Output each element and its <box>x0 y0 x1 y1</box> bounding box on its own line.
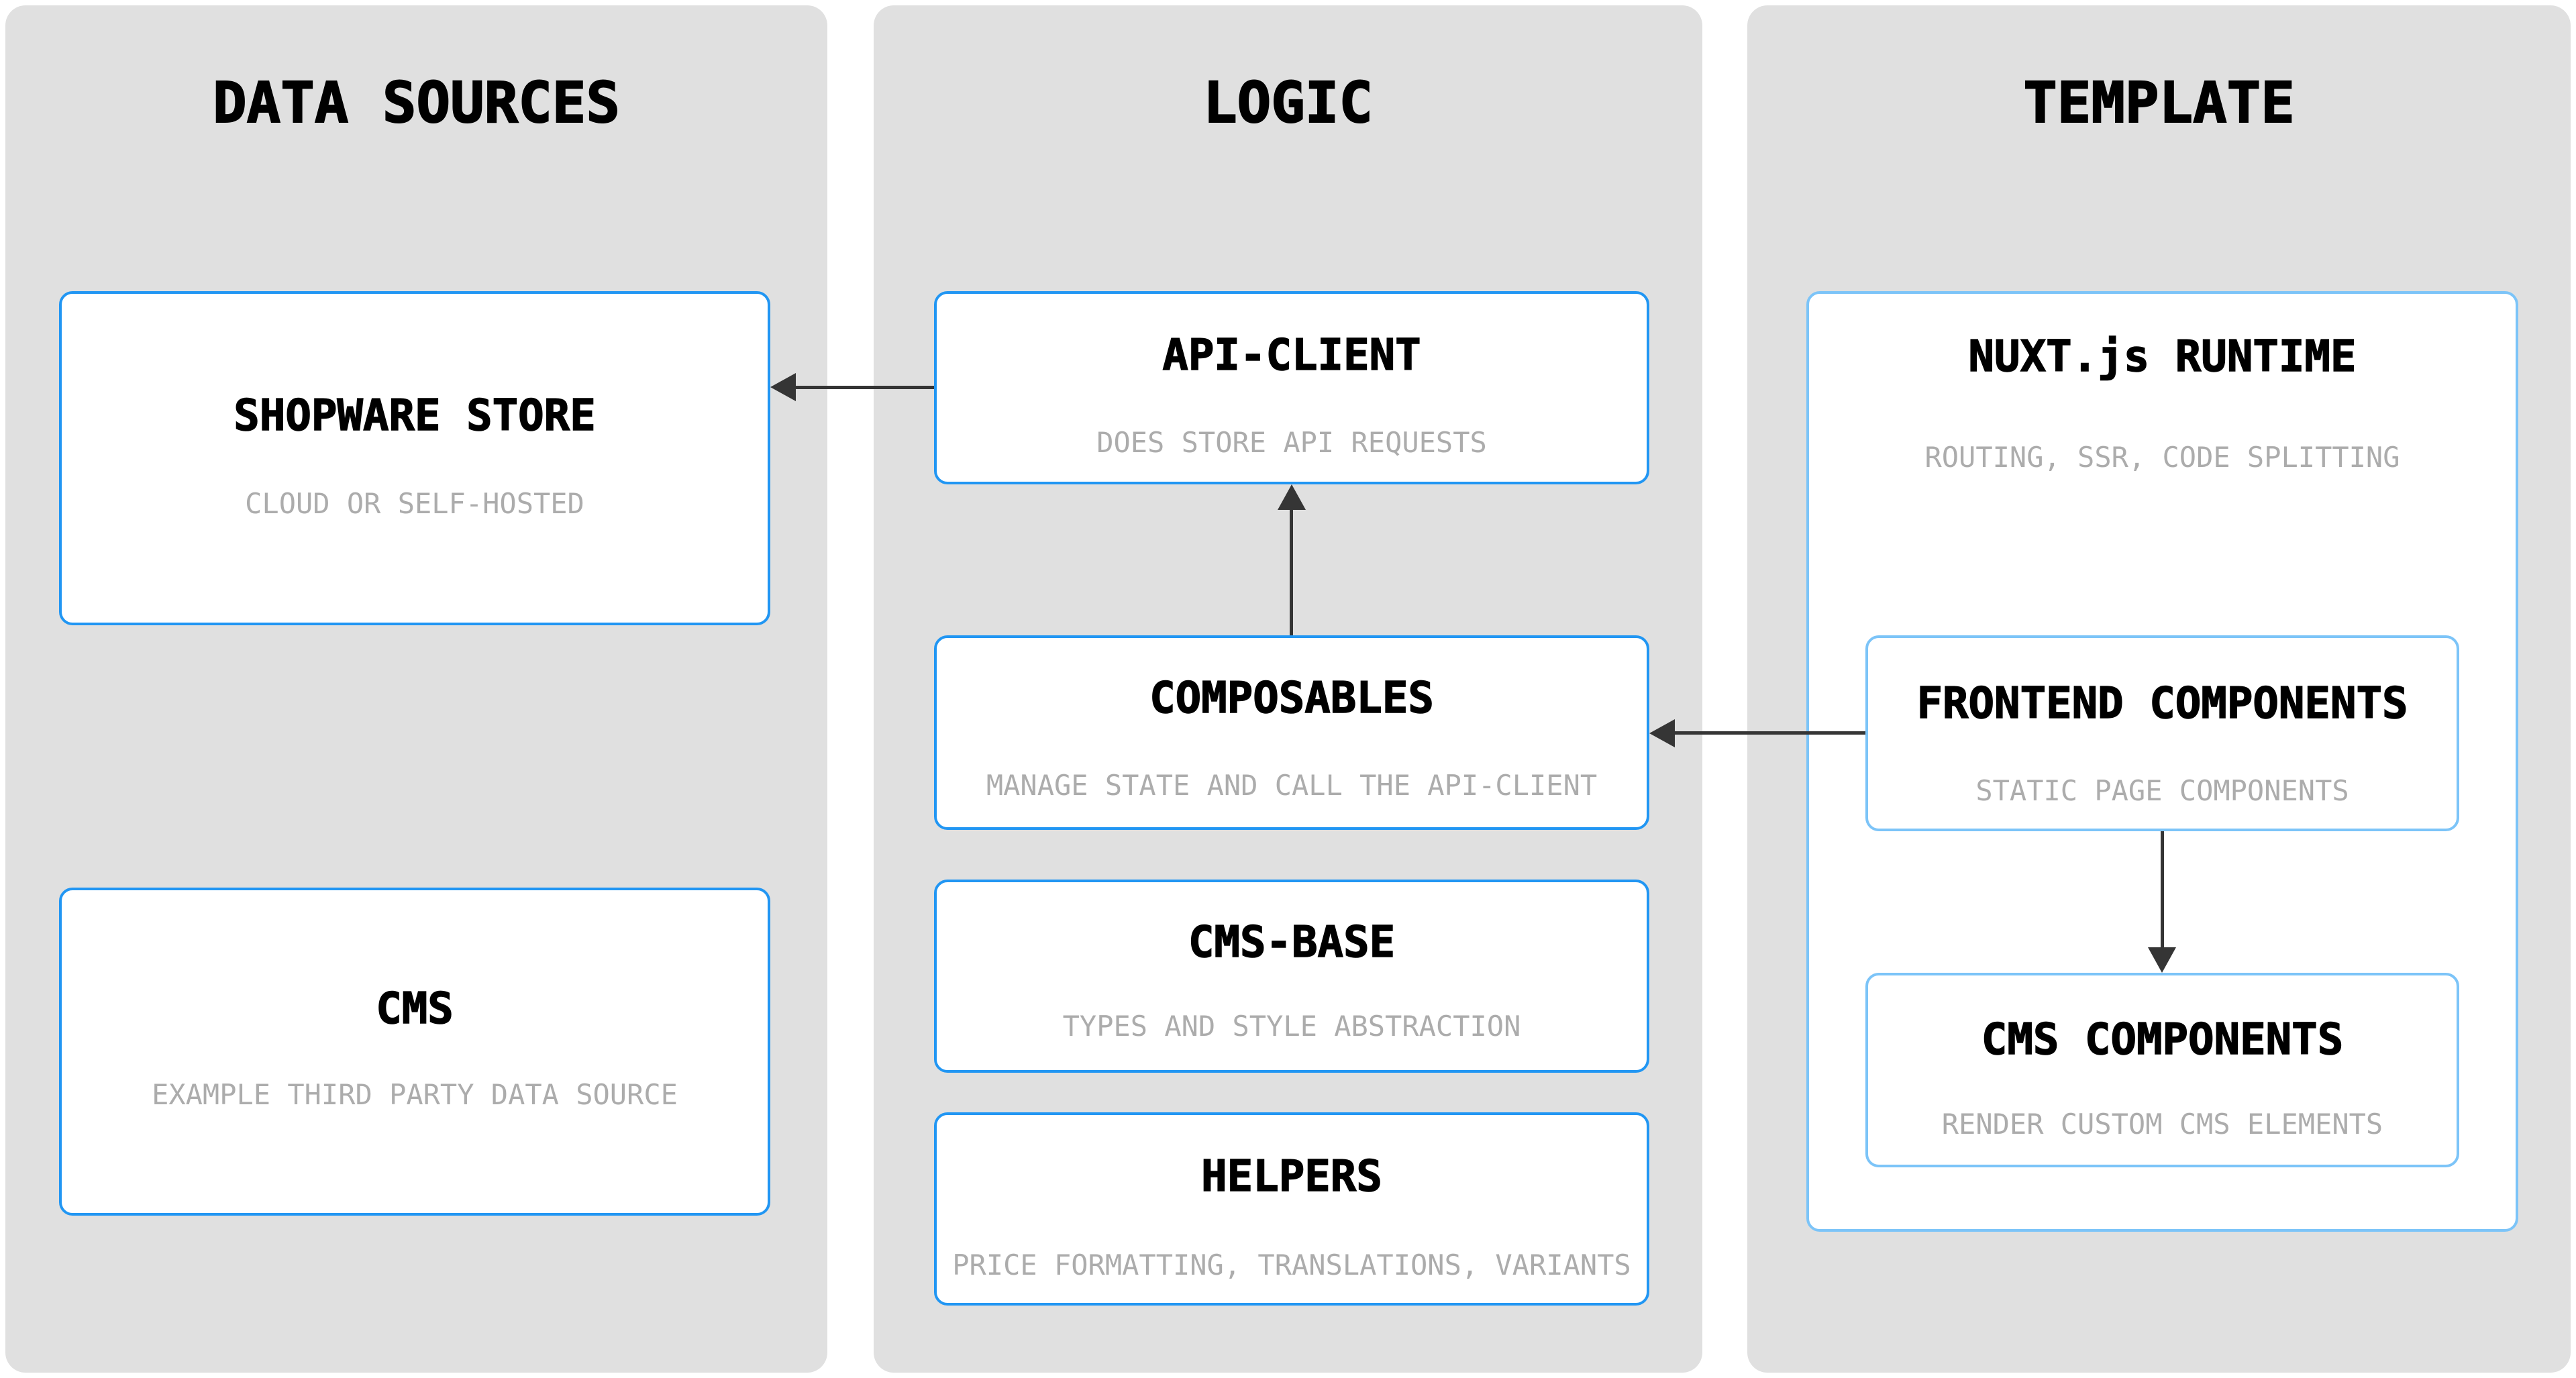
column-header-logic: LOGIC <box>1202 70 1374 136</box>
box-title-api-client: API-CLIENT <box>1162 331 1422 380</box>
arrow-line <box>2161 831 2164 949</box>
box-subtitle-helpers: PRICE FORMATTING, TRANSLATIONS, VARIANTS <box>952 1249 1631 1281</box>
box-cms: CMS EXAMPLE THIRD PARTY DATA SOURCE <box>59 888 770 1216</box>
box-title-cms-base: CMS-BASE <box>1188 918 1396 967</box>
box-api-client: API-CLIENT DOES STORE API REQUESTS <box>934 291 1649 484</box>
box-subtitle-composables: MANAGE STATE AND CALL THE API-CLIENT <box>986 769 1598 802</box>
arrow-head-left-icon <box>770 373 796 401</box>
box-title-nuxt-runtime: NUXT.js RUNTIME <box>1968 332 2357 382</box>
box-helpers: HELPERS PRICE FORMATTING, TRANSLATIONS, … <box>934 1112 1649 1306</box>
box-subtitle-api-client: DOES STORE API REQUESTS <box>1096 426 1487 459</box>
box-subtitle-cms-components: RENDER CUSTOM CMS ELEMENTS <box>1941 1108 2383 1141</box>
box-title-cms-components: CMS COMPONENTS <box>1981 1015 2344 1065</box>
box-title-frontend-components: FRONTEND COMPONENTS <box>1916 679 2409 729</box>
arrow-line <box>1673 731 1865 735</box>
arrow-head-down-icon <box>2148 947 2176 973</box>
box-subtitle-frontend-components: STATIC PAGE COMPONENTS <box>1975 774 2349 807</box>
box-subtitle-cms-base: TYPES AND STYLE ABSTRACTION <box>1062 1010 1521 1043</box>
box-frontend-components: FRONTEND COMPONENTS STATIC PAGE COMPONEN… <box>1865 635 2459 831</box>
arrow-head-left-icon <box>1649 719 1675 747</box>
box-title-composables: COMPOSABLES <box>1149 674 1434 723</box>
arrow-head-up-icon <box>1278 484 1306 510</box>
box-cms-base: CMS-BASE TYPES AND STYLE ABSTRACTION <box>934 880 1649 1073</box>
box-shopware-store: SHOPWARE STORE CLOUD OR SELF-HOSTED <box>59 291 770 625</box>
box-cms-components: CMS COMPONENTS RENDER CUSTOM CMS ELEMENT… <box>1865 973 2459 1167</box>
arrow-line <box>794 386 934 389</box>
box-subtitle-cms: EXAMPLE THIRD PARTY DATA SOURCE <box>152 1078 678 1111</box>
box-subtitle-shopware-store: CLOUD OR SELF-HOSTED <box>245 487 584 520</box>
box-subtitle-nuxt-runtime: ROUTING, SSR, CODE SPLITTING <box>1924 441 2400 474</box>
arrow-line <box>1290 509 1293 635</box>
column-header-data-sources: DATA SOURCES <box>212 70 621 136</box>
box-title-shopware-store: SHOPWARE STORE <box>234 391 597 441</box>
column-header-template: TEMPLATE <box>2022 70 2296 136</box>
box-title-cms: CMS <box>375 984 454 1034</box>
box-title-helpers: HELPERS <box>1200 1152 1382 1202</box>
box-composables: COMPOSABLES MANAGE STATE AND CALL THE AP… <box>934 635 1649 830</box>
